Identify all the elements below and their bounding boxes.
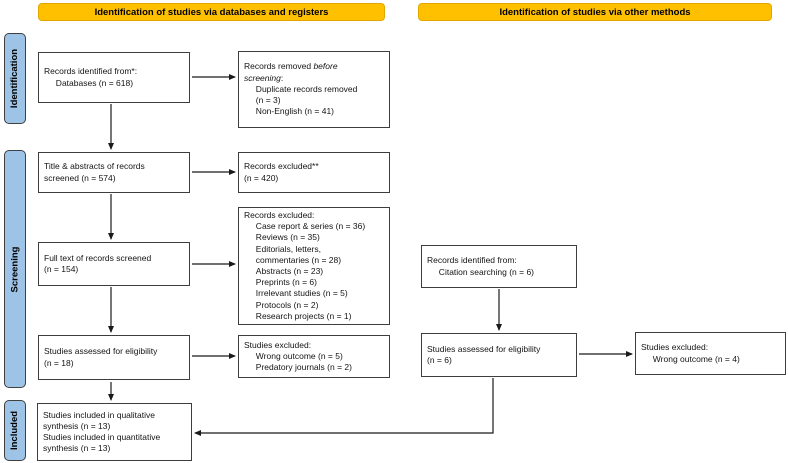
box-studies-excluded-databases-text: Studies excluded: Wrong outcome (n = 5) … [244, 339, 352, 373]
header-other-methods: Identification of studies via other meth… [418, 3, 772, 21]
sidebar-phase-identification: Identification [4, 33, 26, 124]
header-databases-registers: Identification of studies via databases … [38, 3, 385, 21]
box-full-text-screened: Full text of records screened (n = 154) [38, 242, 190, 286]
box-records-identified-databases: Records identified from*: Databases (n =… [38, 52, 190, 103]
box-records-removed-before-screening: Records removed before screening: Duplic… [238, 51, 390, 128]
sidebar-phase-included: Included [4, 400, 26, 461]
box-records-excluded-list-text: Records excluded: Case report & series (… [244, 209, 366, 321]
box-title-abstracts-screened: Title & abstracts of records screened (n… [38, 152, 190, 193]
box-studies-assessed-databases: Studies assessed for eligibility (n = 18… [38, 335, 190, 380]
box-records-excluded-text: Records excluded** (n = 420) [244, 161, 319, 183]
sidebar-phase-identification-label: Identification [9, 48, 21, 109]
box-studies-assessed-other: Studies assessed for eligibility (n = 6) [421, 333, 577, 377]
box-records-excluded: Records excluded** (n = 420) [238, 152, 390, 193]
box-studies-assessed-other-text: Studies assessed for eligibility (n = 6) [427, 343, 541, 365]
box-records-excluded-list: Records excluded: Case report & series (… [238, 207, 390, 325]
box-full-text-screened-text: Full text of records screened (n = 154) [44, 252, 152, 274]
box-title-abstracts-screened-text: Title & abstracts of records screened (n… [44, 161, 145, 183]
box-records-identified-other-text: Records identified from: Citation search… [427, 255, 535, 277]
sidebar-phase-screening-label: Screening [9, 246, 21, 292]
records-removed-rest: : Duplicate records removed (n = 3) Non-… [255, 72, 358, 117]
box-records-identified-other: Records identified from: Citation search… [421, 245, 577, 288]
box-studies-excluded-databases: Studies excluded: Wrong outcome (n = 5) … [238, 335, 390, 378]
box-studies-assessed-databases-text: Studies assessed for eligibility (n = 18… [44, 346, 158, 368]
sidebar-phase-screening: Screening [4, 150, 26, 388]
box-records-identified-databases-text: Records identified from*: Databases (n =… [44, 66, 138, 88]
box-studies-excluded-other: Studies excluded: Wrong outcome (n = 4) [635, 332, 786, 375]
box-studies-excluded-other-text: Studies excluded: Wrong outcome (n = 4) [641, 342, 740, 364]
box-records-removed-before-screening-text: Records removed before screening: Duplic… [239, 58, 389, 120]
records-removed-italic: before screening [244, 61, 338, 83]
box-studies-included-text: Studies included in qualitative synthesi… [43, 409, 161, 454]
arrow-assessed-other-to-included [194, 378, 494, 436]
box-studies-included: Studies included in qualitative synthesi… [37, 403, 192, 461]
records-removed-prefix: Records removed [244, 61, 314, 72]
sidebar-phase-included-label: Included [9, 410, 21, 451]
